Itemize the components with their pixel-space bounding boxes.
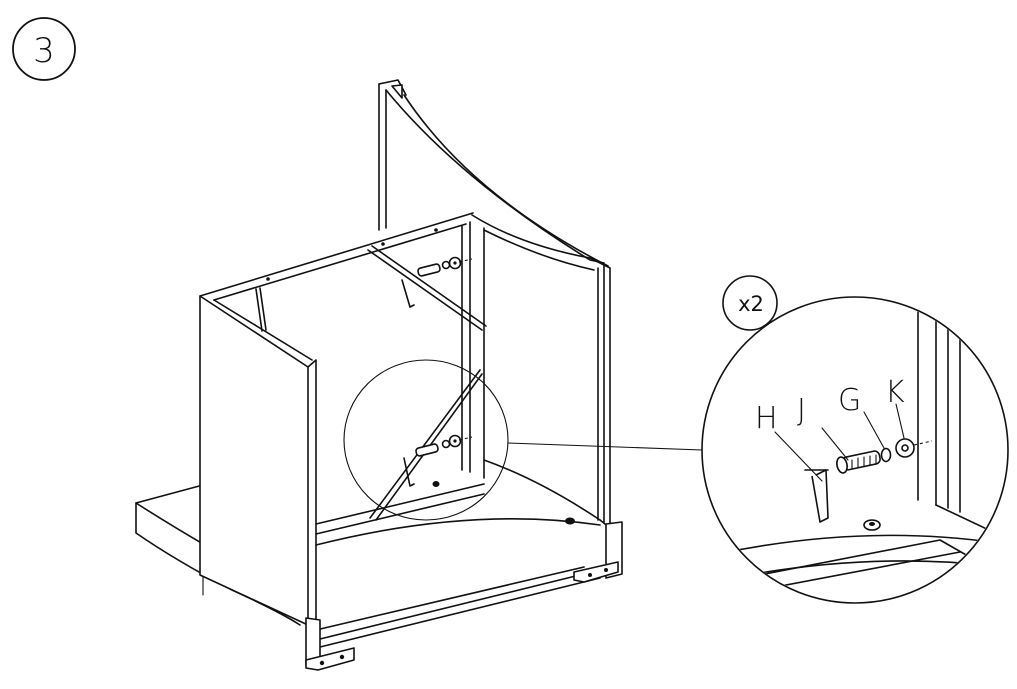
- diagonal-braces: [367, 245, 487, 521]
- part-label-h: H: [755, 401, 778, 436]
- flat-washer-part: [895, 438, 915, 458]
- curved-door-panel: [378, 79, 611, 529]
- step-circle: [12, 17, 76, 81]
- lower-hardware: [403, 434, 473, 487]
- corner-brackets: [305, 521, 623, 671]
- hex-key-part: [811, 469, 829, 523]
- left-side-panel: [199, 212, 474, 626]
- cabinet: [135, 79, 623, 671]
- frame-rails: [315, 221, 601, 649]
- bolt-part: [836, 450, 881, 474]
- detail-circle: [701, 296, 1009, 604]
- part-label-j: J: [797, 393, 806, 428]
- top-hardware: [401, 256, 473, 308]
- quantity-badge: x2: [722, 275, 778, 331]
- quantity-label: x2: [738, 292, 764, 316]
- step-number: 3: [33, 31, 55, 71]
- step-badge: 3: [12, 17, 76, 81]
- detail-callout: H J G K x2: [701, 275, 1009, 604]
- spring-washer-part: [880, 447, 892, 463]
- magnifier-source-circle: [343, 359, 509, 521]
- part-label-g: G: [838, 383, 861, 418]
- part-label-k: K: [885, 375, 905, 410]
- magnifier-leader-line: [507, 442, 703, 451]
